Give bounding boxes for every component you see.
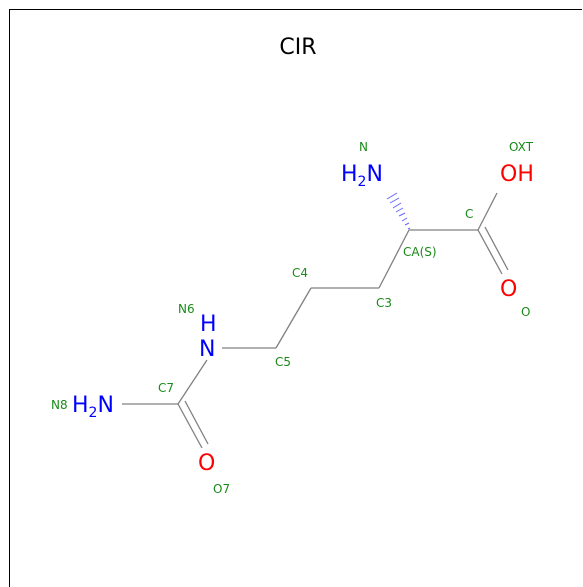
atom-n6-h: H	[200, 312, 217, 337]
bond-c-o-1	[477, 229, 503, 275]
atom-o: O	[500, 277, 517, 302]
label-n6: N6	[178, 302, 195, 316]
label-c: C	[465, 207, 473, 221]
label-c4: C4	[292, 266, 308, 280]
label-o7: O7	[213, 482, 230, 496]
bond-c7-o7-1	[177, 403, 203, 449]
bond-c-o-2	[484, 226, 509, 271]
label-c3: C3	[376, 296, 392, 310]
label-c7: C7	[158, 381, 174, 395]
bond-c7-o7-2	[184, 400, 209, 445]
atom-n6: N	[199, 337, 215, 362]
bond-n6-c7	[177, 359, 208, 405]
atom-oh: OH	[500, 162, 534, 187]
atom-n8: H2N	[72, 393, 114, 421]
bond-ca-c3	[378, 229, 410, 289]
label-n: N	[359, 140, 368, 154]
bonds	[122, 192, 509, 449]
label-c5: C5	[275, 355, 291, 369]
atom-o7: O	[198, 451, 215, 476]
label-n8: N8	[51, 398, 68, 412]
stereo-hash-bond	[386, 192, 411, 230]
label-ca: CA(S)	[403, 245, 437, 259]
label-oxt: OXT	[509, 140, 534, 154]
diagram-frame	[9, 9, 582, 587]
atom-n-amine: H2N	[341, 162, 383, 190]
bond-c-oh	[477, 192, 498, 231]
label-o: O	[521, 305, 530, 319]
bond-c4-c5	[275, 287, 312, 349]
diagram-title: CIR	[279, 35, 316, 60]
